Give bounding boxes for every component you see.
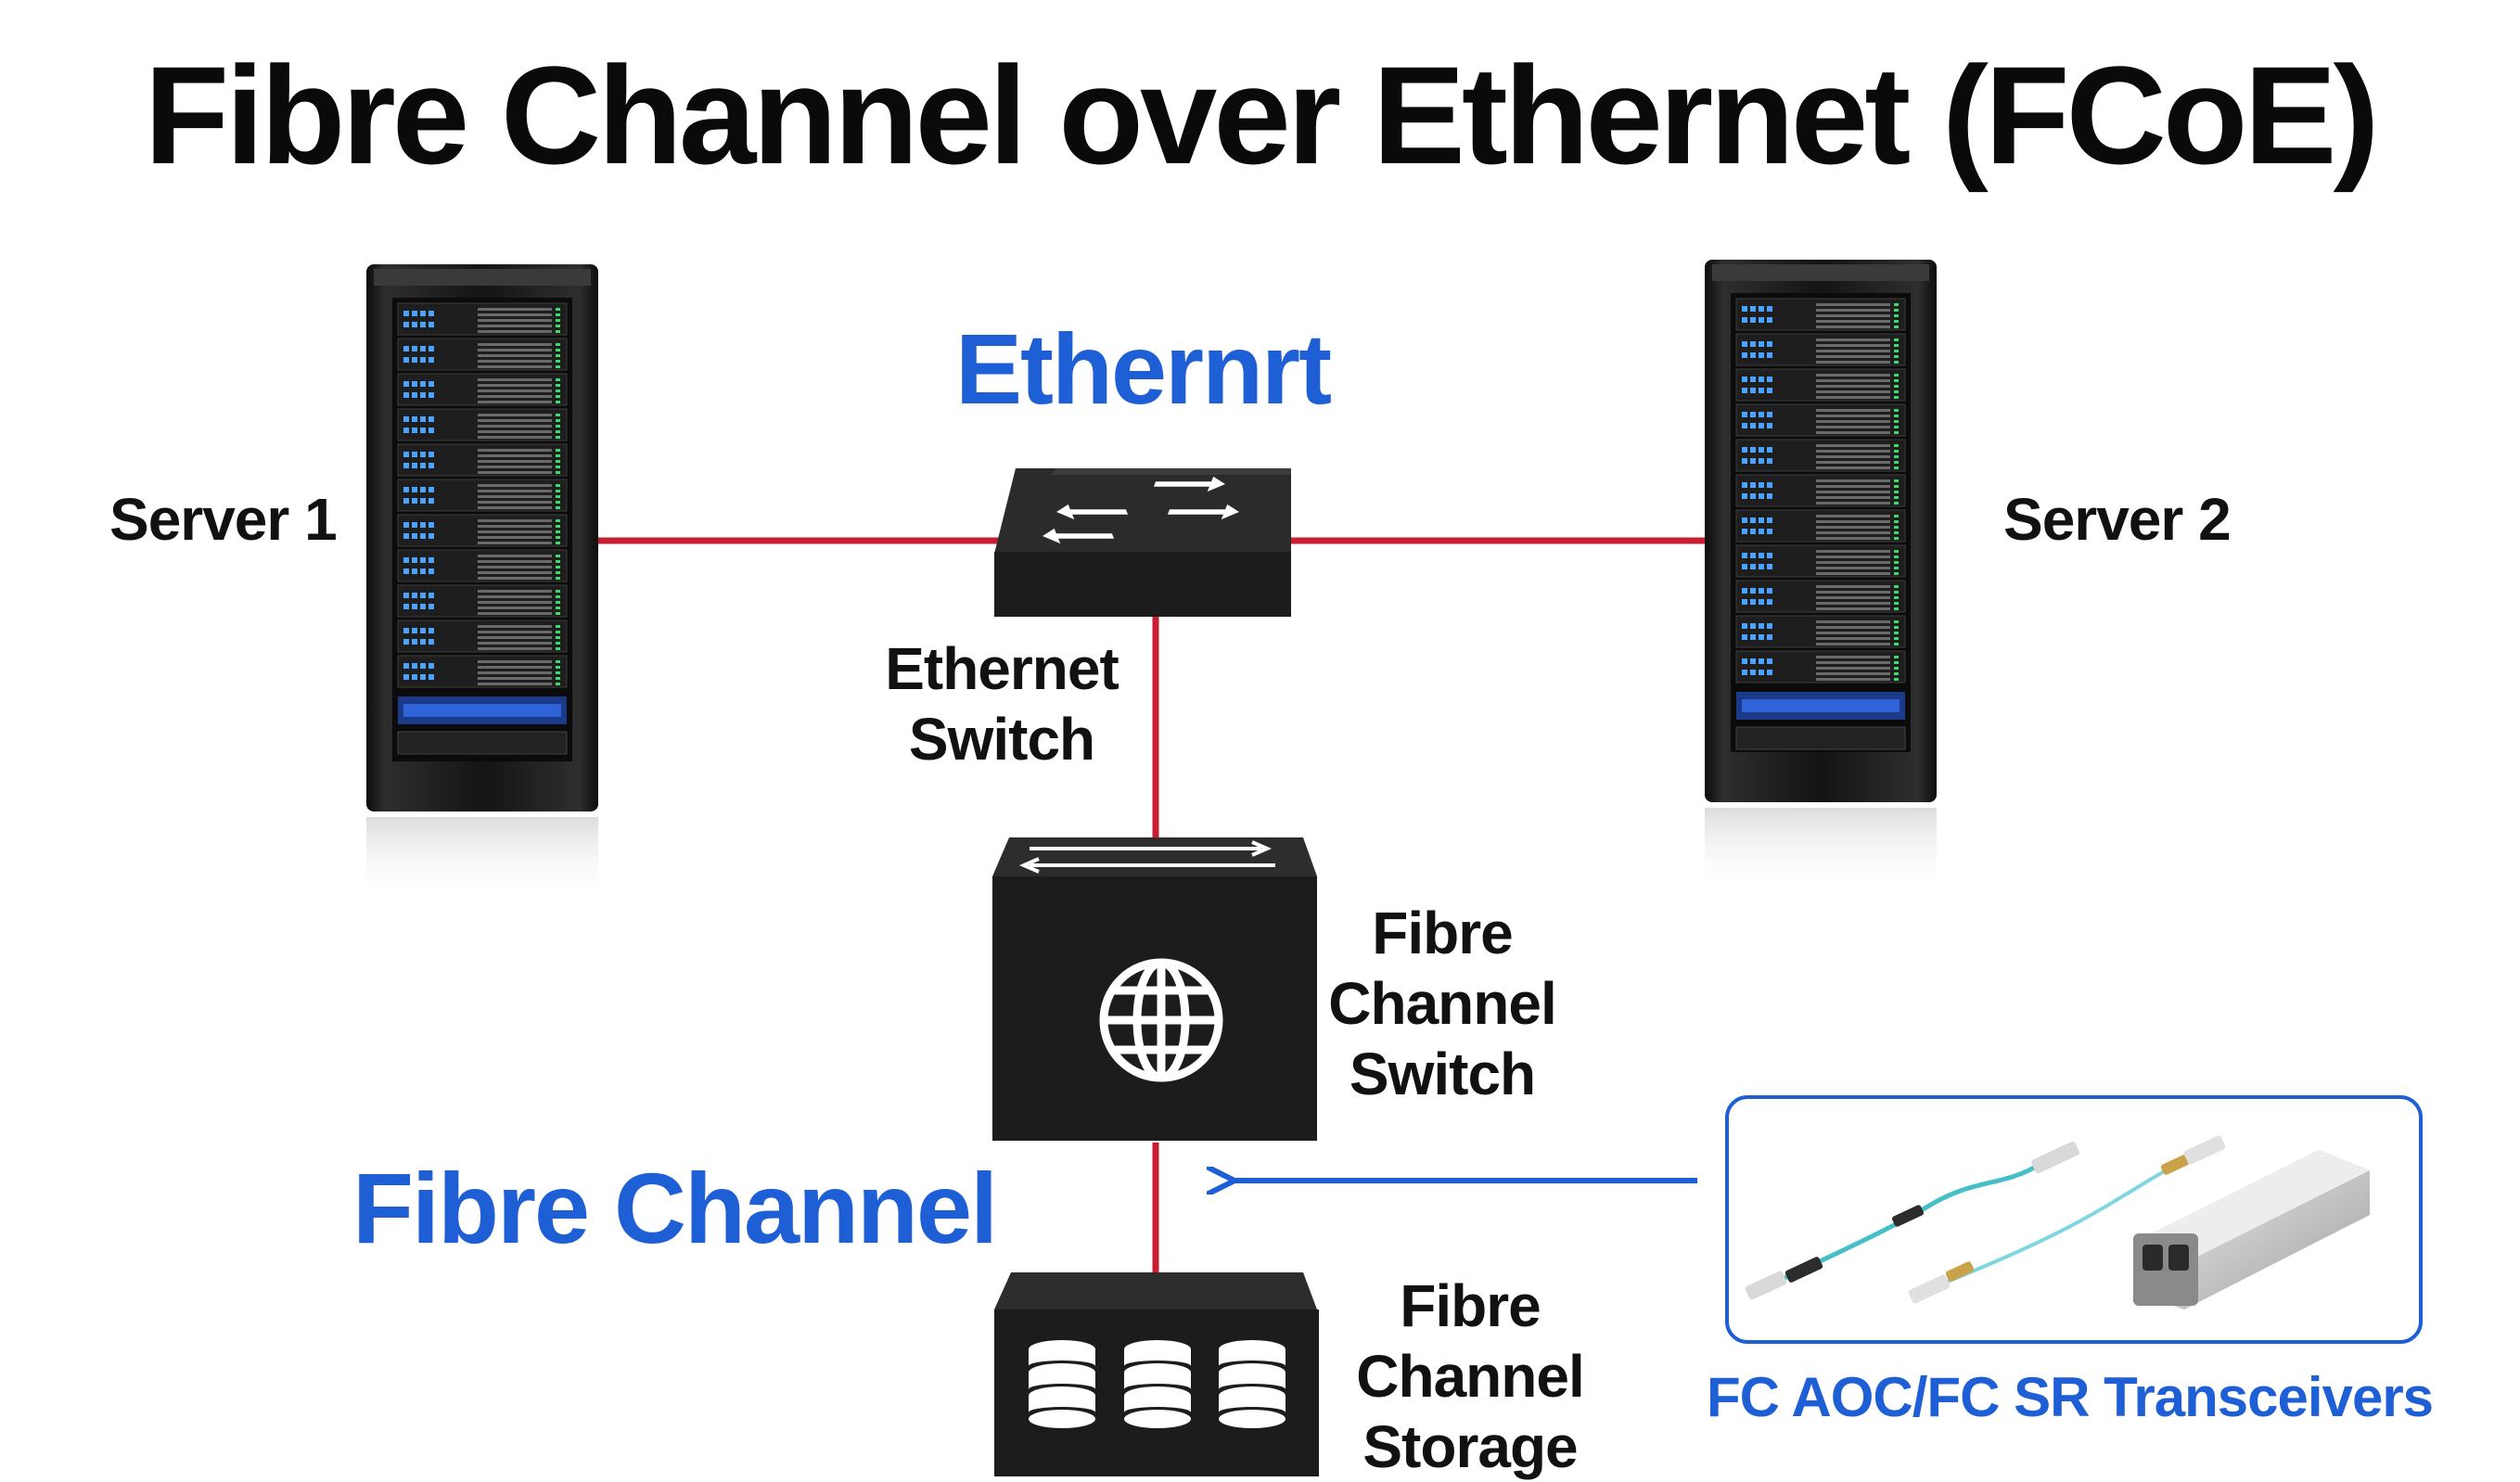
- transceiver-callout-box: [1725, 1095, 2423, 1344]
- rack-unit: [1735, 333, 1906, 366]
- rack-unit: [397, 443, 568, 477]
- switch-arrows-icon: [1019, 840, 1275, 874]
- fc-switch-label-line: Channel: [1328, 970, 1556, 1037]
- server2-rack-icon: [1705, 260, 1937, 891]
- fc-switch-label-line: Switch: [1349, 1041, 1536, 1107]
- rack-unit: [1735, 650, 1906, 684]
- fc-switch-label-line: Fibre: [1372, 900, 1513, 966]
- rack-power-unit: [397, 696, 568, 755]
- page-title: Fibre Channel over Ethernet (FCoE): [144, 37, 2380, 193]
- database-icon: [1029, 1340, 1286, 1441]
- ethernet-switch-label: Ethernet Switch: [881, 633, 1122, 774]
- rack-unit: [397, 549, 568, 582]
- server2-label: Server 2: [2003, 486, 2232, 553]
- fc-switch-icon: [992, 837, 1317, 1141]
- rack-unit: [397, 408, 568, 441]
- rack-unit: [1735, 474, 1906, 507]
- fc-storage-label-line: Fibre: [1400, 1272, 1541, 1339]
- rack-unit: [1735, 509, 1906, 543]
- rack-unit: [397, 655, 568, 688]
- rack-unit: [397, 620, 568, 653]
- rack-unit: [1735, 368, 1906, 402]
- rack-unit: [397, 338, 568, 371]
- fc-storage-label-line: Channel: [1356, 1343, 1584, 1410]
- sfp-transceiver-icon: [2133, 1150, 2370, 1310]
- fibre-channel-network-label: Fibre Channel: [352, 1152, 998, 1264]
- database-cylinder-icon: [1124, 1340, 1191, 1441]
- transceiver-caption: FC AOC/FC SR Transceivers: [1707, 1366, 2434, 1428]
- aoc-cable-icon: [1745, 1141, 2079, 1300]
- rack-unit: [397, 302, 568, 336]
- ethernet-switch-label-line: Switch: [908, 706, 1095, 773]
- ethernet-switch-label-line: Ethernet: [885, 635, 1119, 702]
- rack-unit: [1735, 544, 1906, 578]
- ethernet-switch-icon: [994, 468, 1291, 617]
- rack-unit: [1735, 615, 1906, 648]
- globe-icon: [1099, 958, 1223, 1082]
- ethernet-network-label: Ethernrt: [955, 313, 1332, 425]
- database-cylinder-icon: [1029, 1340, 1095, 1441]
- aoc-cable-icon: [1908, 1135, 2226, 1304]
- fc-storage-label-line: Storage: [1362, 1413, 1578, 1480]
- database-cylinder-icon: [1219, 1340, 1286, 1441]
- rack-unit: [397, 514, 568, 547]
- rack-unit: [1735, 403, 1906, 437]
- fc-storage-icon: [994, 1272, 1319, 1476]
- rack-power-unit: [1735, 692, 1906, 750]
- fc-storage-label: Fibre Channel Storage: [1345, 1271, 1595, 1482]
- rack-unit: [397, 373, 568, 406]
- rack-unit: [397, 479, 568, 512]
- server1-label: Server 1: [109, 486, 338, 553]
- rack-unit: [1735, 439, 1906, 472]
- rack-unit: [1735, 580, 1906, 613]
- rack-unit: [397, 584, 568, 618]
- fc-switch-label: Fibre Channel Switch: [1317, 898, 1567, 1109]
- rack-unit: [1735, 298, 1906, 331]
- server1-rack-icon: [366, 264, 598, 901]
